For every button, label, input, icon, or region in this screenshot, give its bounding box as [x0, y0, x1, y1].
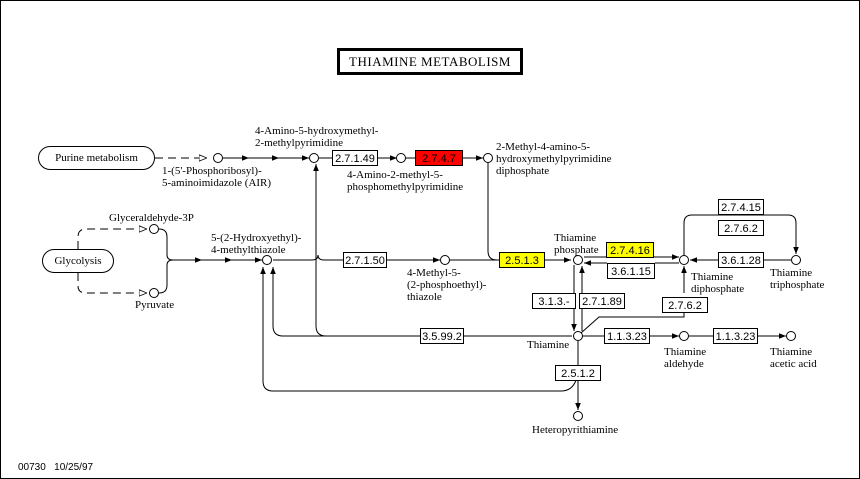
compound-node-thiamine [573, 331, 583, 341]
enzyme-2-7-1-89[interactable]: 2.7.1.89 [579, 293, 625, 309]
enzyme-1-1-3-23-second[interactable]: 1.1.3.23 [713, 328, 758, 344]
compound-node-thiamine-pp [679, 255, 689, 265]
compound-node-pyruvate [149, 288, 159, 298]
compound-node-heteropyrithiamine [573, 411, 583, 421]
compound-node-hmp-pp [483, 153, 493, 163]
enzyme-2-5-1-2[interactable]: 2.5.1.2 [555, 365, 601, 381]
enzyme-2-7-1-49[interactable]: 2.7.1.49 [332, 150, 378, 166]
compound-label-thiamine[interactable]: Thiamine [527, 339, 570, 351]
compound-label-air[interactable]: 1-(5'-Phosphoribosyl)-5-aminoimidazole (… [162, 165, 272, 189]
map-id: 00730 [18, 462, 46, 473]
compound-node-thiamine-p [573, 255, 583, 265]
enzyme-2-7-6-2-upper[interactable]: 2.7.6.2 [718, 220, 764, 236]
compound-label-thz[interactable]: 5-(2-Hydroxyethyl)-4-methylthiazole [211, 232, 302, 256]
enzyme-2-7-4-7[interactable]: 2.7.4.7 [415, 150, 463, 166]
enzyme-2-7-4-16[interactable]: 2.7.4.16 [606, 242, 654, 258]
compound-node-thiamine-acetic [786, 331, 796, 341]
compound-node-thiamine-ppp [791, 255, 801, 265]
compound-node-hmp-p [396, 153, 406, 163]
enzyme-2-7-6-2-lower[interactable]: 2.7.6.2 [662, 297, 708, 313]
compound-node-thiamine-aldehyde [679, 331, 689, 341]
compound-node-air [213, 153, 223, 163]
compound-label-hmp[interactable]: 4-Amino-5-hydroxymethyl-2-methylpyrimidi… [255, 125, 379, 149]
compound-label-hmp-p[interactable]: 4-Amino-2-methyl-5-phosphomethylpyrimidi… [347, 169, 464, 193]
compound-node-thz-p [440, 255, 450, 265]
enzyme-3-6-1-15[interactable]: 3.6.1.15 [607, 263, 655, 279]
enzyme-2-5-1-3[interactable]: 2.5.1.3 [499, 252, 545, 268]
enzyme-2-7-4-15[interactable]: 2.7.4.15 [718, 199, 764, 215]
enzyme-3-5-99-2[interactable]: 3.5.99.2 [420, 328, 464, 344]
compound-label-heteropyrithiamine[interactable]: Heteropyrithiamine [532, 424, 619, 436]
compound-label-thz-p[interactable]: 4-Methyl-5-(2-phosphoethyl)-thiazole [407, 267, 487, 303]
compound-label-pyruvate[interactable]: Pyruvate [135, 299, 175, 311]
compound-node-hmp [309, 153, 319, 163]
pathway-link-purine-metabolism[interactable]: Purine metabolism [38, 146, 155, 170]
enzyme-2-7-1-50[interactable]: 2.7.1.50 [343, 252, 387, 268]
pathway-link-glycolysis[interactable]: Glycolysis [42, 249, 114, 273]
enzyme-3-6-1-28[interactable]: 3.6.1.28 [718, 252, 764, 268]
compound-label-g3p[interactable]: Glyceraldehyde-3P [109, 212, 194, 224]
page-title: THIAMINE METABOLISM [337, 48, 523, 75]
map-date: 10/25/97 [54, 462, 94, 473]
compound-node-thz [262, 255, 272, 265]
compound-node-g3p [149, 224, 159, 234]
map-footer: 00730 10/25/97 [18, 462, 93, 473]
enzyme-3-1-3[interactable]: 3.1.3.- [532, 293, 576, 309]
enzyme-1-1-3-23-first[interactable]: 1.1.3.23 [604, 328, 650, 344]
compound-label-hmp-pp[interactable]: 2-Methyl-4-amino-5-hydroxymethylpyrimidi… [496, 141, 612, 177]
